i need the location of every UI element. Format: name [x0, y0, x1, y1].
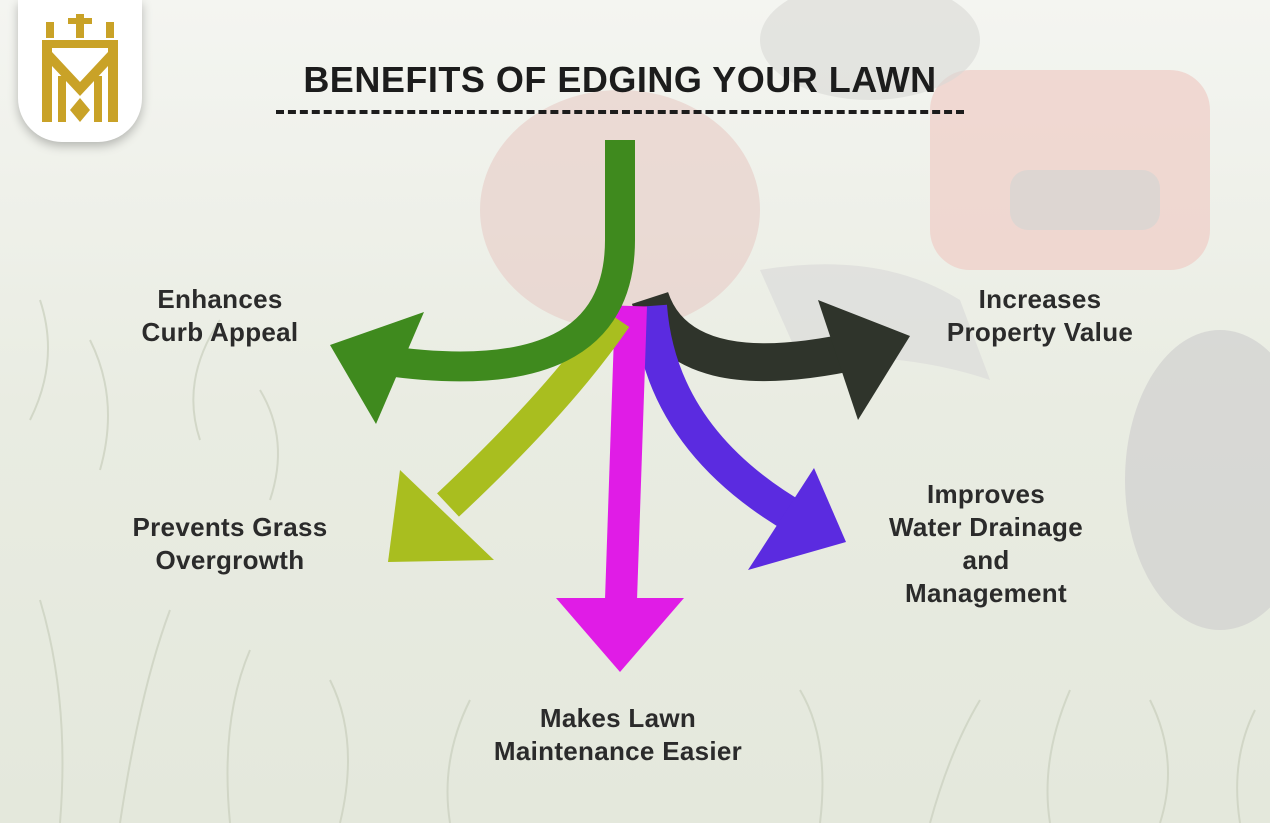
purple-arrow: [633, 304, 846, 570]
benefit-line: Property Value: [946, 317, 1134, 347]
benefit-water-drainage: Improves Water Drainage and Management: [866, 478, 1106, 610]
benefit-line: Makes Lawn: [539, 703, 697, 733]
logo[interactable]: [18, 0, 142, 142]
page-title: BENEFITS OF EDGING YOUR LAWN: [303, 59, 937, 100]
crown-monogram-logo: [42, 14, 118, 122]
green-arrow: [330, 140, 635, 424]
benefit-maintenance: Makes Lawn Maintenance Easier: [468, 702, 768, 768]
benefit-line: Prevents Grass: [132, 512, 328, 542]
benefit-line: Curb Appeal: [141, 317, 299, 347]
benefit-line: Overgrowth: [155, 545, 305, 575]
title-dashed-underline: [276, 110, 964, 114]
benefit-line: Improves: [926, 479, 1045, 509]
benefit-line: Increases: [978, 284, 1102, 314]
benefit-line: Maintenance Easier: [493, 736, 743, 766]
lime-arrow: [388, 308, 630, 562]
benefit-line: and: [962, 545, 1010, 575]
magenta-arrow: [556, 305, 684, 672]
benefit-line: Enhances: [157, 284, 283, 314]
benefit-line: Management: [905, 578, 1067, 608]
title-block: BENEFITS OF EDGING YOUR LAWN: [276, 58, 964, 114]
benefit-property-value: Increases Property Value: [920, 283, 1160, 349]
benefit-curb-appeal: Enhances Curb Appeal: [110, 283, 330, 349]
benefit-line: Water Drainage: [889, 512, 1083, 542]
benefit-grass-overgrowth: Prevents Grass Overgrowth: [110, 511, 350, 577]
